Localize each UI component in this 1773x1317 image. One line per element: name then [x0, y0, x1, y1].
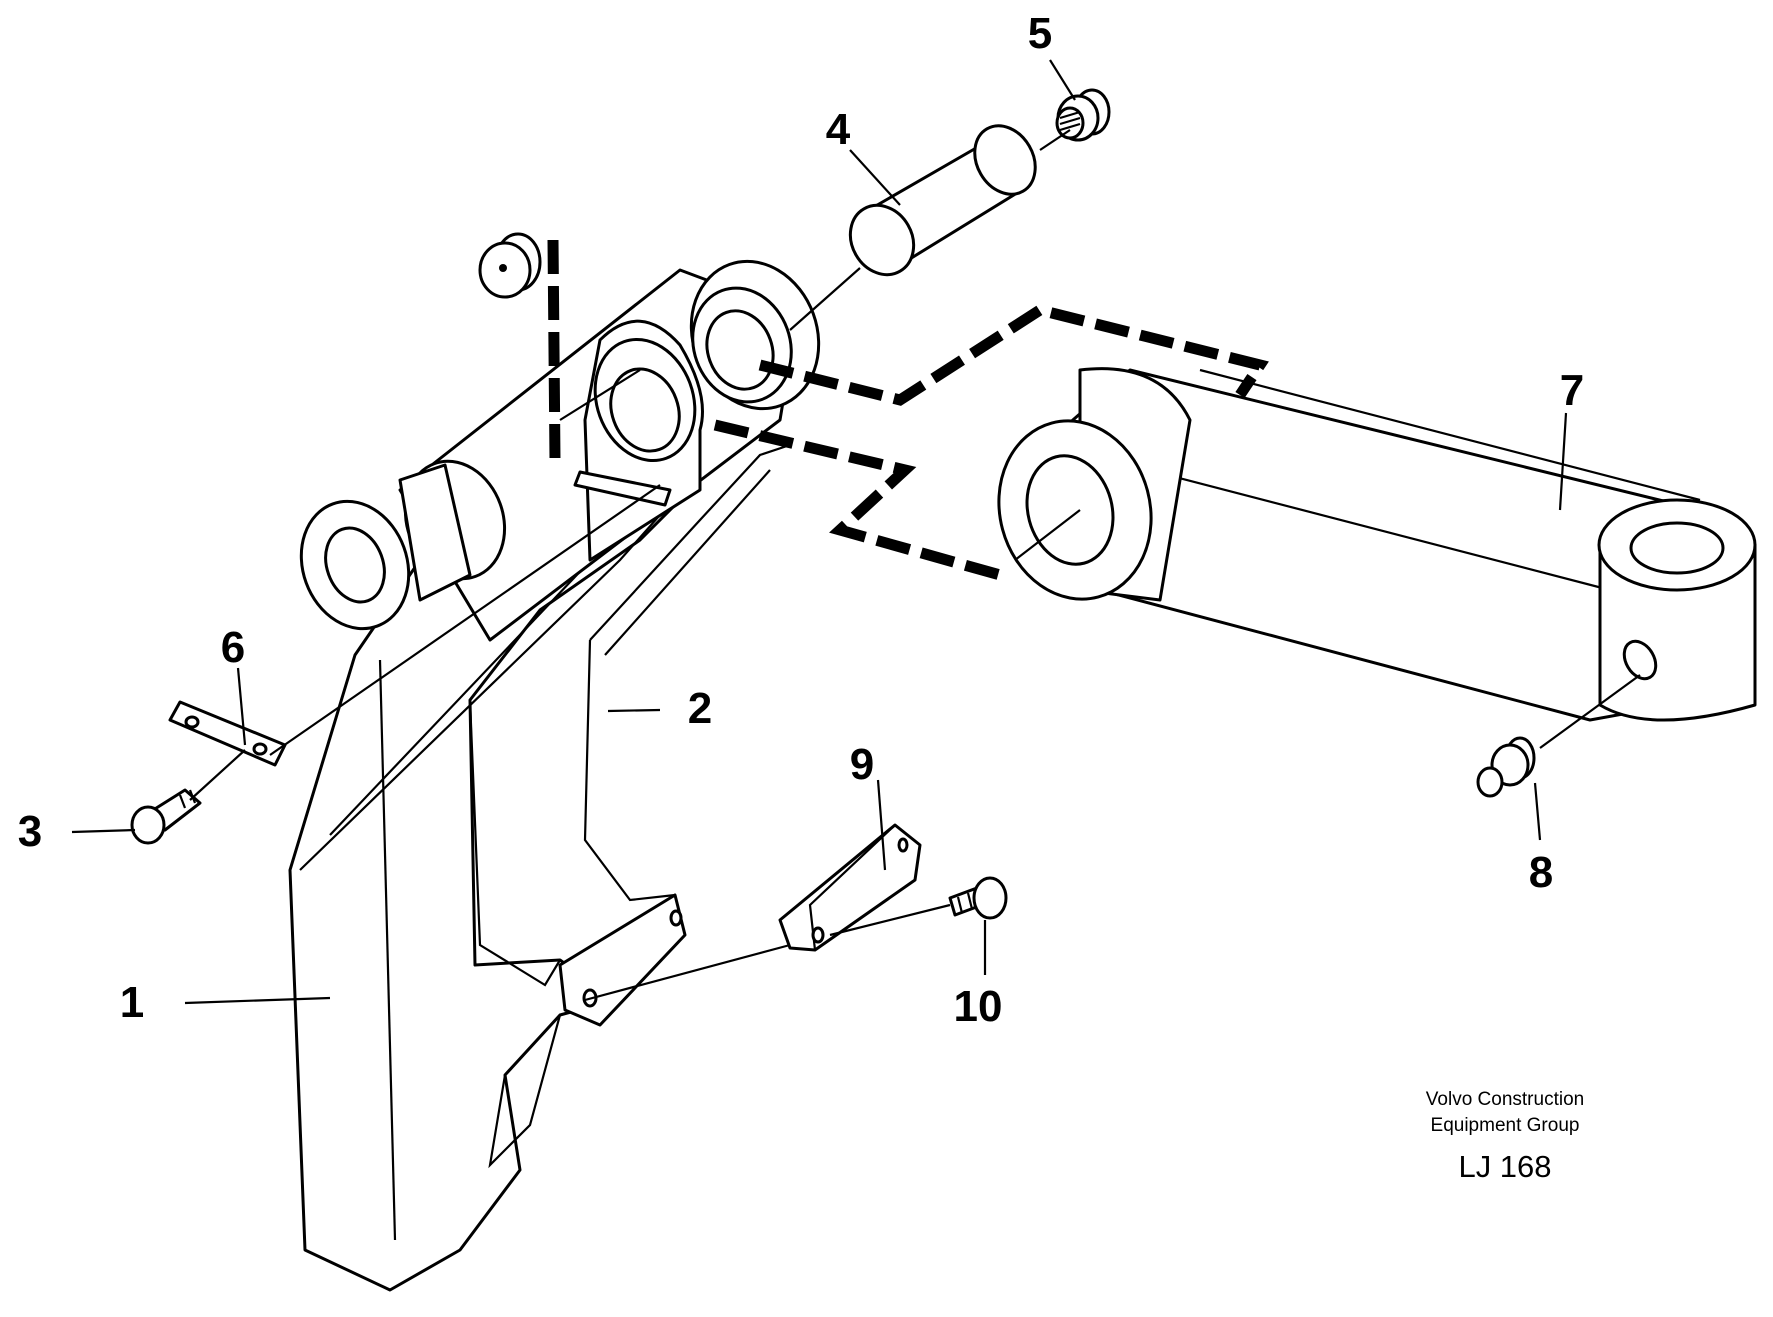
callout-6: 6	[221, 623, 245, 672]
part-6-plate	[168, 700, 287, 767]
alignment-lines	[189, 129, 1641, 1002]
callout-leaders	[71, 59, 1568, 1005]
part-7-link-arm	[997, 367, 1757, 722]
callout-7: 7	[1560, 366, 1584, 415]
upper-hub	[299, 259, 821, 642]
callout-3: 3	[18, 807, 42, 856]
callout-4: 4	[826, 105, 851, 154]
credit-line-1: Volvo Construction	[1426, 1089, 1584, 1110]
callout-numbers: 1 2 3 4 5 6 7 8 9 10	[18, 9, 1584, 1031]
part-10-bolt	[948, 876, 1008, 920]
credit-block: Volvo Construction Equipment Group LJ 16…	[1426, 1089, 1584, 1184]
credit-line-2: Equipment Group	[1431, 1115, 1580, 1136]
keeper-plate	[573, 470, 672, 507]
callout-1: 1	[120, 978, 144, 1027]
part-8-grease-nipple	[1476, 736, 1536, 798]
assembly-dash-lines	[547, 239, 1269, 581]
part-2-plate	[468, 443, 791, 987]
part-9-wedge	[778, 823, 922, 952]
callout-2: 2	[688, 684, 712, 733]
callout-8: 8	[1529, 848, 1553, 897]
callout-5: 5	[1028, 9, 1052, 58]
part-3-bolt	[130, 788, 202, 845]
callout-10: 10	[954, 982, 1003, 1031]
plug-upper-left	[478, 232, 542, 299]
part-4-pin	[848, 124, 1037, 277]
part-5-plug	[1055, 88, 1111, 142]
callout-9: 9	[850, 740, 874, 789]
drawing-code: LJ 168	[1458, 1149, 1551, 1184]
